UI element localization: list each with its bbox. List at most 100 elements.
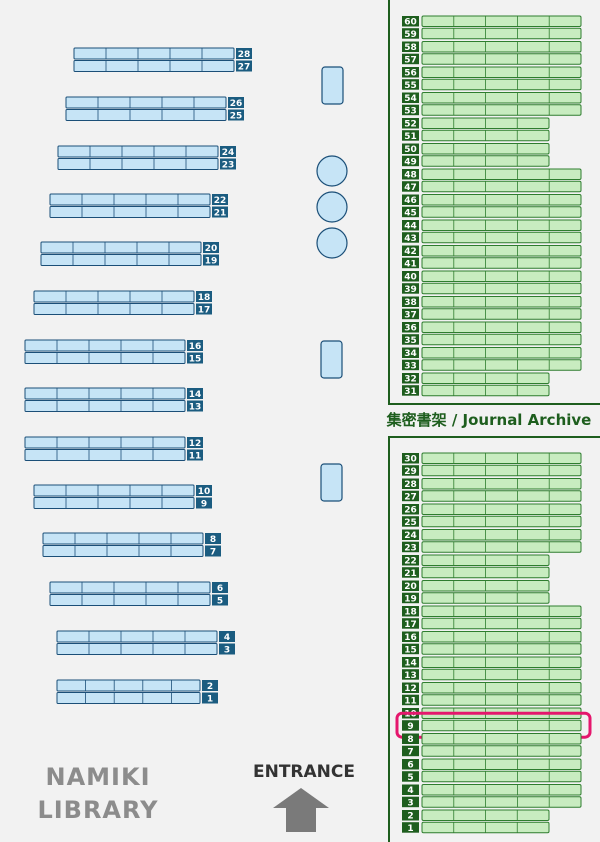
archive-lower-shelf-17[interactable]: 17 <box>402 617 582 630</box>
shelf-3[interactable]: 3 <box>56 643 235 656</box>
shelf-9[interactable]: 9 <box>33 497 212 510</box>
archive-lower-shelf-6[interactable]: 6 <box>402 758 582 771</box>
archive-lower-shelf-5[interactable]: 5 <box>402 770 582 783</box>
archive-lower-shelf-22[interactable]: 22 <box>402 554 550 567</box>
shelf-18[interactable]: 18 <box>33 290 212 303</box>
archive-lower-shelf-11[interactable]: 11 <box>402 694 582 707</box>
archive-lower-shelf-7[interactable]: 7 <box>402 745 582 758</box>
archive-upper-shelf-35[interactable]: 35 <box>402 333 582 346</box>
archive-lower-shelf-26[interactable]: 26 <box>402 503 582 516</box>
archive-lower-shelf-21[interactable]: 21 <box>402 566 550 579</box>
archive-upper-shelf-48[interactable]: 48 <box>402 168 582 181</box>
archive-upper-shelf-37[interactable]: 37 <box>402 308 582 321</box>
archive-upper-shelf-34[interactable]: 34 <box>402 347 582 360</box>
archive-upper-shelf-54[interactable]: 54 <box>402 92 582 105</box>
archive-lower-shelf-25[interactable]: 25 <box>402 515 582 528</box>
archive-lower-shelf-20[interactable]: 20 <box>402 580 550 593</box>
archive-lower-shelf-28[interactable]: 28 <box>402 478 582 491</box>
archive-lower-shelf-27[interactable]: 27 <box>402 490 582 503</box>
archive-upper-shelf-33[interactable]: 33 <box>402 359 582 372</box>
archive-lower-shelf-24[interactable]: 24 <box>402 529 582 542</box>
shelf-15[interactable]: 15 <box>24 352 203 365</box>
shelf-27[interactable]: 27 <box>73 60 252 73</box>
shelf-2[interactable]: 2 <box>56 679 218 692</box>
archive-upper-shelf-32[interactable]: 32 <box>402 372 550 385</box>
archive-upper-shelf-41[interactable]: 41 <box>402 257 582 270</box>
shelf-1[interactable]: 1 <box>56 692 218 705</box>
shelf-number-label: 16 <box>404 633 417 643</box>
shelf-number-label: 42 <box>404 247 417 257</box>
shelf-number-label: 39 <box>404 285 417 295</box>
round-reading-table <box>316 155 348 187</box>
shelf-10[interactable]: 10 <box>33 484 212 497</box>
shelf-17[interactable]: 17 <box>33 303 212 316</box>
archive-lower-shelf-9[interactable]: 9 <box>402 719 582 732</box>
archive-upper-shelf-55[interactable]: 55 <box>402 78 582 91</box>
archive-lower-shelf-13[interactable]: 13 <box>402 668 582 681</box>
archive-upper-shelf-50[interactable]: 50 <box>402 143 550 156</box>
shelf-number-label: 58 <box>404 43 417 53</box>
archive-upper-shelf-60[interactable]: 60 <box>402 15 582 28</box>
archive-lower-shelf-3[interactable]: 3 <box>402 796 582 809</box>
archive-upper-shelf-58[interactable]: 58 <box>402 41 582 54</box>
archive-upper-shelf-53[interactable]: 53 <box>402 104 582 117</box>
archive-upper-shelf-45[interactable]: 45 <box>402 206 582 219</box>
archive-lower-shelf-14[interactable]: 14 <box>402 656 582 669</box>
archive-upper-shelf-59[interactable]: 59 <box>402 27 582 40</box>
shelf-5[interactable]: 5 <box>49 594 228 607</box>
archive-lower-shelf-19[interactable]: 19 <box>402 592 550 605</box>
archive-upper-shelf-49[interactable]: 49 <box>402 155 550 168</box>
archive-upper-shelf-56[interactable]: 56 <box>402 66 582 79</box>
shelf-number-label: 46 <box>404 196 417 206</box>
shelf-23[interactable]: 23 <box>57 158 236 171</box>
archive-lower-shelf-18[interactable]: 18 <box>402 605 582 618</box>
shelf-4[interactable]: 4 <box>56 630 235 643</box>
shelf-8[interactable]: 8 <box>42 532 221 545</box>
archive-upper-shelf-52[interactable]: 52 <box>402 117 550 130</box>
shelf-number-label: 49 <box>404 157 417 167</box>
archive-lower-shelf-30[interactable]: 30 <box>402 452 582 465</box>
archive-lower-shelf-8[interactable]: 8 <box>402 733 582 746</box>
shelf-20[interactable]: 20 <box>40 241 219 254</box>
archive-upper-shelf-46[interactable]: 46 <box>402 194 582 207</box>
archive-upper-shelf-44[interactable]: 44 <box>402 219 582 232</box>
archive-lower-shelf-12[interactable]: 12 <box>402 682 582 695</box>
shelf-14[interactable]: 14 <box>24 387 203 400</box>
shelf-number-label: 21 <box>214 208 227 218</box>
archive-lower-shelf-2[interactable]: 2 <box>402 809 550 822</box>
archive-lower-shelf-15[interactable]: 15 <box>402 643 582 656</box>
shelf-25[interactable]: 25 <box>65 109 244 122</box>
archive-upper-shelf-40[interactable]: 40 <box>402 270 582 283</box>
shelf-12[interactable]: 12 <box>24 436 203 449</box>
archive-upper-shelf-38[interactable]: 38 <box>402 296 582 309</box>
shelf-11[interactable]: 11 <box>24 449 203 462</box>
shelf-24[interactable]: 24 <box>57 145 236 158</box>
shelf-28[interactable]: 28 <box>73 47 252 60</box>
archive-lower-shelf-1[interactable]: 1 <box>402 821 550 834</box>
shelf-number-label: 15 <box>404 645 417 655</box>
shelf-number-label: 6 <box>217 584 223 594</box>
shelf-6[interactable]: 6 <box>49 581 228 594</box>
archive-upper-shelf-57[interactable]: 57 <box>402 53 582 66</box>
shelf-number-label: 5 <box>217 596 223 606</box>
shelf-26[interactable]: 26 <box>65 96 244 109</box>
archive-upper-shelf-31[interactable]: 31 <box>402 384 550 397</box>
archive-upper-shelf-51[interactable]: 51 <box>402 129 550 142</box>
archive-lower-shelf-23[interactable]: 23 <box>402 541 582 554</box>
shelf-22[interactable]: 22 <box>49 193 228 206</box>
shelf-21[interactable]: 21 <box>49 206 228 219</box>
shelf-16[interactable]: 16 <box>24 339 203 352</box>
shelf-number-label: 55 <box>404 81 417 91</box>
archive-upper-shelf-43[interactable]: 43 <box>402 231 582 244</box>
shelf-13[interactable]: 13 <box>24 400 203 413</box>
shelf-7[interactable]: 7 <box>42 545 221 558</box>
archive-upper-shelf-39[interactable]: 39 <box>402 282 582 295</box>
archive-upper-shelf-36[interactable]: 36 <box>402 321 582 334</box>
archive-upper-shelf-42[interactable]: 42 <box>402 245 582 258</box>
archive-upper-shelf-47[interactable]: 47 <box>402 180 582 193</box>
archive-lower-shelf-4[interactable]: 4 <box>402 784 582 797</box>
archive-lower-shelf-29[interactable]: 29 <box>402 464 582 477</box>
shelf-19[interactable]: 19 <box>40 254 219 267</box>
shelf-number-label: 38 <box>404 298 417 308</box>
archive-lower-shelf-16[interactable]: 16 <box>402 631 582 644</box>
